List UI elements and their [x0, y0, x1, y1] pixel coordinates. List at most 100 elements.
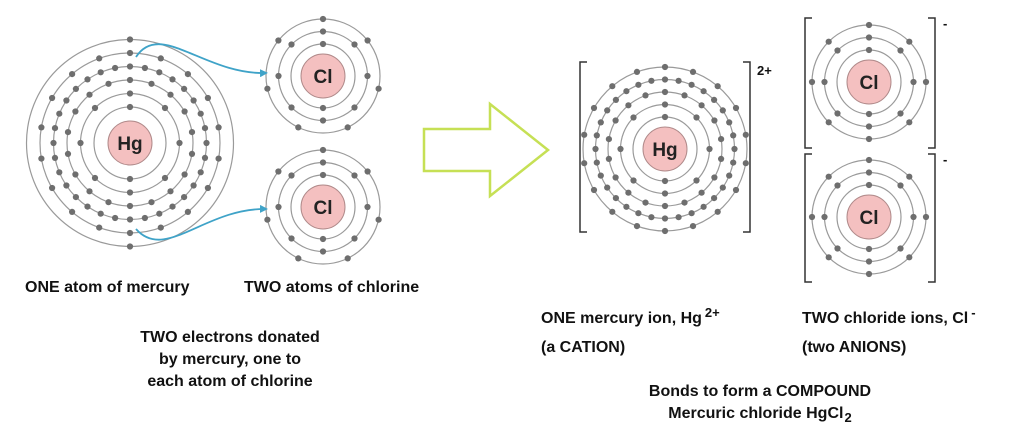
electron: [825, 173, 832, 180]
electron: [69, 208, 76, 215]
electron: [319, 248, 327, 255]
electron: [184, 71, 191, 78]
electron: [732, 104, 740, 112]
electron: [711, 195, 718, 202]
electron: [86, 188, 93, 195]
electron: [726, 119, 733, 126]
electron: [604, 107, 611, 114]
electron: [295, 255, 302, 262]
electron: [719, 184, 726, 191]
electron: [688, 81, 695, 88]
electron: [319, 104, 327, 112]
electron: [605, 155, 613, 162]
atom-chlorine-2: Cl: [264, 146, 382, 265]
electron: [865, 270, 873, 278]
electron: [181, 194, 188, 201]
electron: [169, 76, 176, 83]
electron: [72, 171, 79, 178]
electron: [605, 136, 613, 143]
electron: [834, 110, 841, 117]
charge-chloride-ion-1: -: [943, 16, 947, 31]
electron: [141, 64, 148, 72]
electron: [821, 213, 828, 221]
label-cation: (a CATION): [541, 339, 626, 356]
ion-mercury: Hg: [581, 63, 749, 235]
electron: [689, 223, 697, 230]
electron: [635, 81, 642, 88]
electron: [742, 131, 749, 138]
electron: [865, 258, 873, 265]
electron: [215, 124, 222, 131]
electron: [897, 110, 904, 117]
electron: [623, 203, 630, 210]
electron: [275, 168, 282, 175]
electron: [197, 169, 204, 176]
electron: [201, 154, 209, 161]
electron: [288, 172, 295, 179]
electron: [897, 182, 904, 189]
electron: [718, 155, 725, 162]
electron: [597, 172, 604, 179]
electron: [592, 145, 599, 153]
electron: [661, 63, 669, 71]
electron: [706, 145, 713, 153]
electron: [630, 114, 637, 121]
label-chloride-ions-text: TWO chloride ions, Cl: [802, 310, 969, 327]
bracket-chloride-ion-2: [804, 153, 936, 283]
electron: [625, 102, 632, 109]
electron: [648, 214, 655, 221]
electron: [718, 136, 725, 143]
label-chloride-ions-charge: -: [971, 304, 976, 320]
electron: [275, 37, 282, 44]
electron: [714, 83, 721, 90]
electron: [204, 94, 211, 102]
electron: [169, 203, 176, 210]
electron: [732, 186, 740, 194]
electron: [264, 216, 271, 223]
electron: [126, 202, 134, 210]
electron: [351, 41, 358, 48]
electron: [38, 155, 45, 162]
electron: [72, 85, 79, 92]
electron: [72, 108, 79, 115]
element-symbol: Cl: [314, 67, 333, 88]
electron: [201, 125, 209, 132]
label-electrons-donated-line-1: TWO electrons donated: [140, 329, 320, 346]
electron: [84, 203, 91, 210]
electron: [711, 117, 718, 124]
electron: [693, 114, 700, 121]
electron: [351, 235, 358, 242]
nucleus: [846, 194, 892, 240]
electron: [188, 150, 196, 157]
electron: [148, 199, 155, 206]
electron: [319, 146, 327, 154]
electron: [834, 245, 841, 252]
electron: [77, 139, 84, 147]
electron: [730, 132, 737, 139]
electron: [698, 189, 705, 196]
electron: [825, 254, 832, 261]
electron: [126, 175, 134, 183]
electron: [156, 69, 163, 76]
bracket-left: [804, 17, 812, 149]
electron: [681, 199, 688, 206]
electron: [141, 214, 148, 222]
electron: [865, 110, 873, 118]
electron-transfer-arrow-1: [135, 43, 268, 78]
electron: [344, 124, 351, 131]
label-compound-name-text: Mercuric chloride HgCl: [668, 405, 844, 422]
electron: [161, 104, 169, 112]
electron: [63, 182, 70, 189]
charge-chloride-ion-2: -: [943, 152, 947, 167]
electron: [688, 210, 695, 217]
electron: [675, 77, 682, 84]
electron: [319, 15, 327, 23]
electron: [834, 47, 841, 54]
electron: [364, 72, 371, 80]
label-bonds-line: Bonds to form a COMPOUND: [648, 383, 872, 400]
electron: [865, 245, 873, 253]
nucleus: [107, 120, 153, 166]
electron: [661, 190, 669, 197]
electron: [126, 189, 134, 196]
electron: [56, 169, 63, 176]
